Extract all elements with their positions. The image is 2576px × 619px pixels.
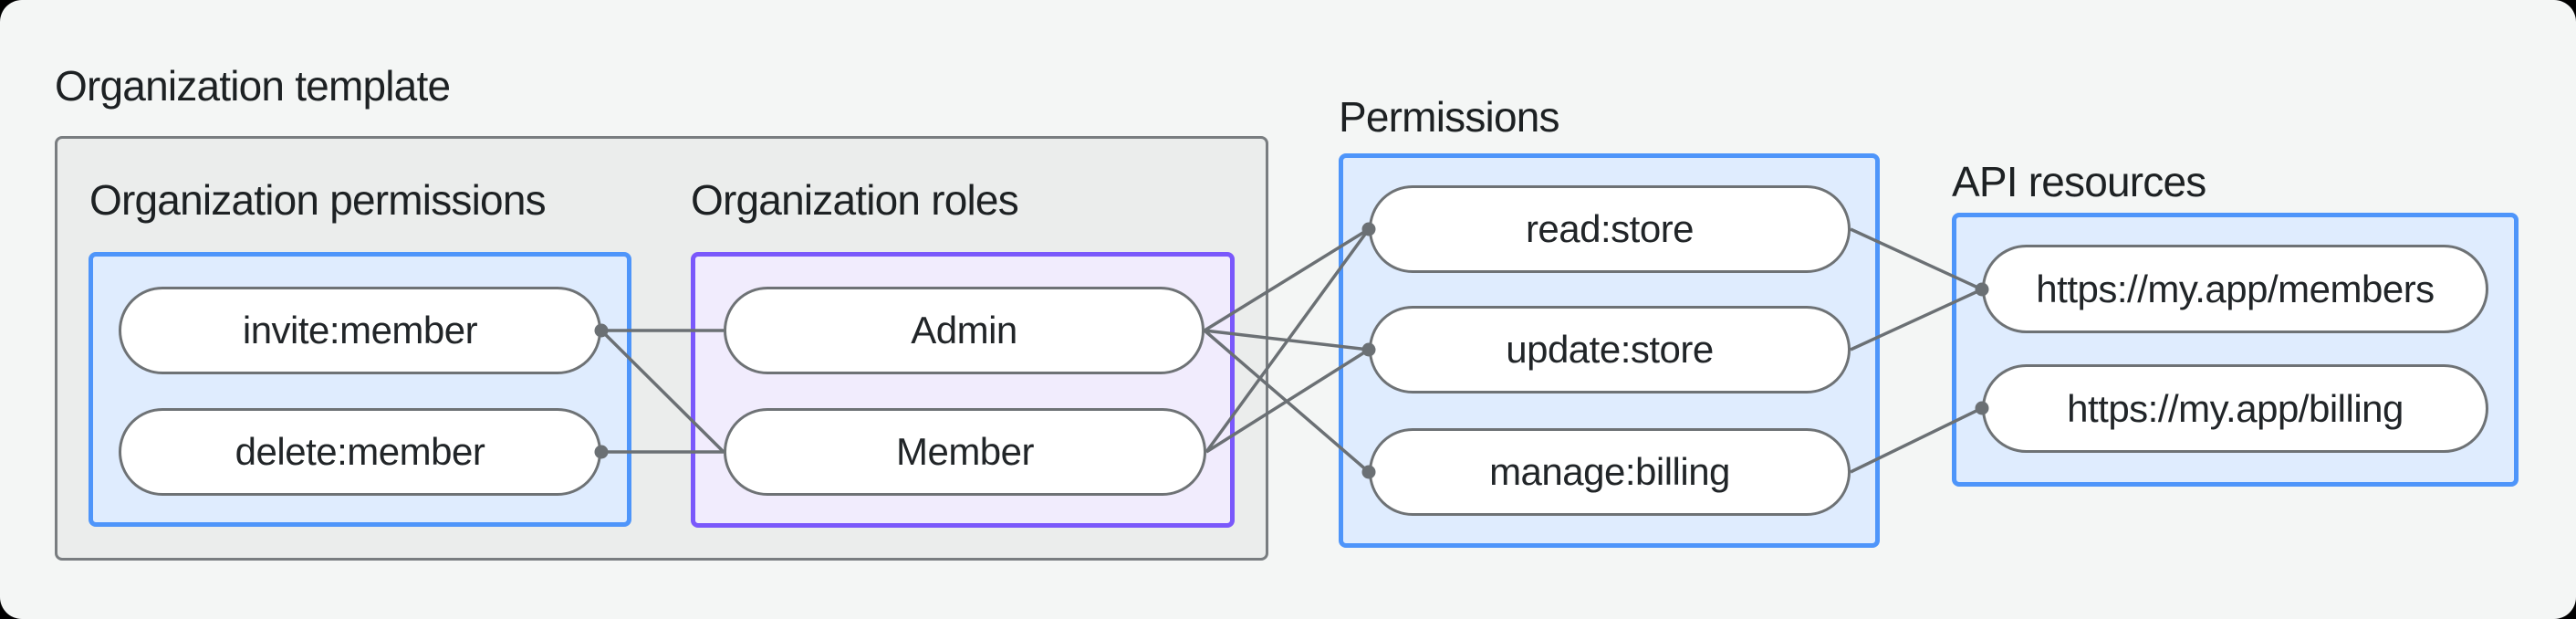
org-roles-title: Organization roles [691, 176, 1019, 224]
node-api-members: https://my.app/members [1982, 245, 2488, 333]
node-manage-billing: manage:billing [1369, 428, 1851, 516]
permissions-title: Permissions [1339, 93, 1560, 141]
node-admin-role: Admin [724, 287, 1205, 374]
org-template-title: Organization template [55, 62, 451, 110]
node-member-role: Member [724, 408, 1206, 496]
node-api-billing: https://my.app/billing [1982, 364, 2488, 453]
node-invite-member: invite:member [119, 287, 601, 374]
node-update-store: update:store [1369, 306, 1851, 393]
node-delete-member: delete:member [119, 408, 601, 496]
org-permissions-title: Organization permissions [89, 176, 547, 224]
node-read-store: read:store [1369, 185, 1851, 273]
api-resources-title: API resources [1952, 158, 2206, 205]
